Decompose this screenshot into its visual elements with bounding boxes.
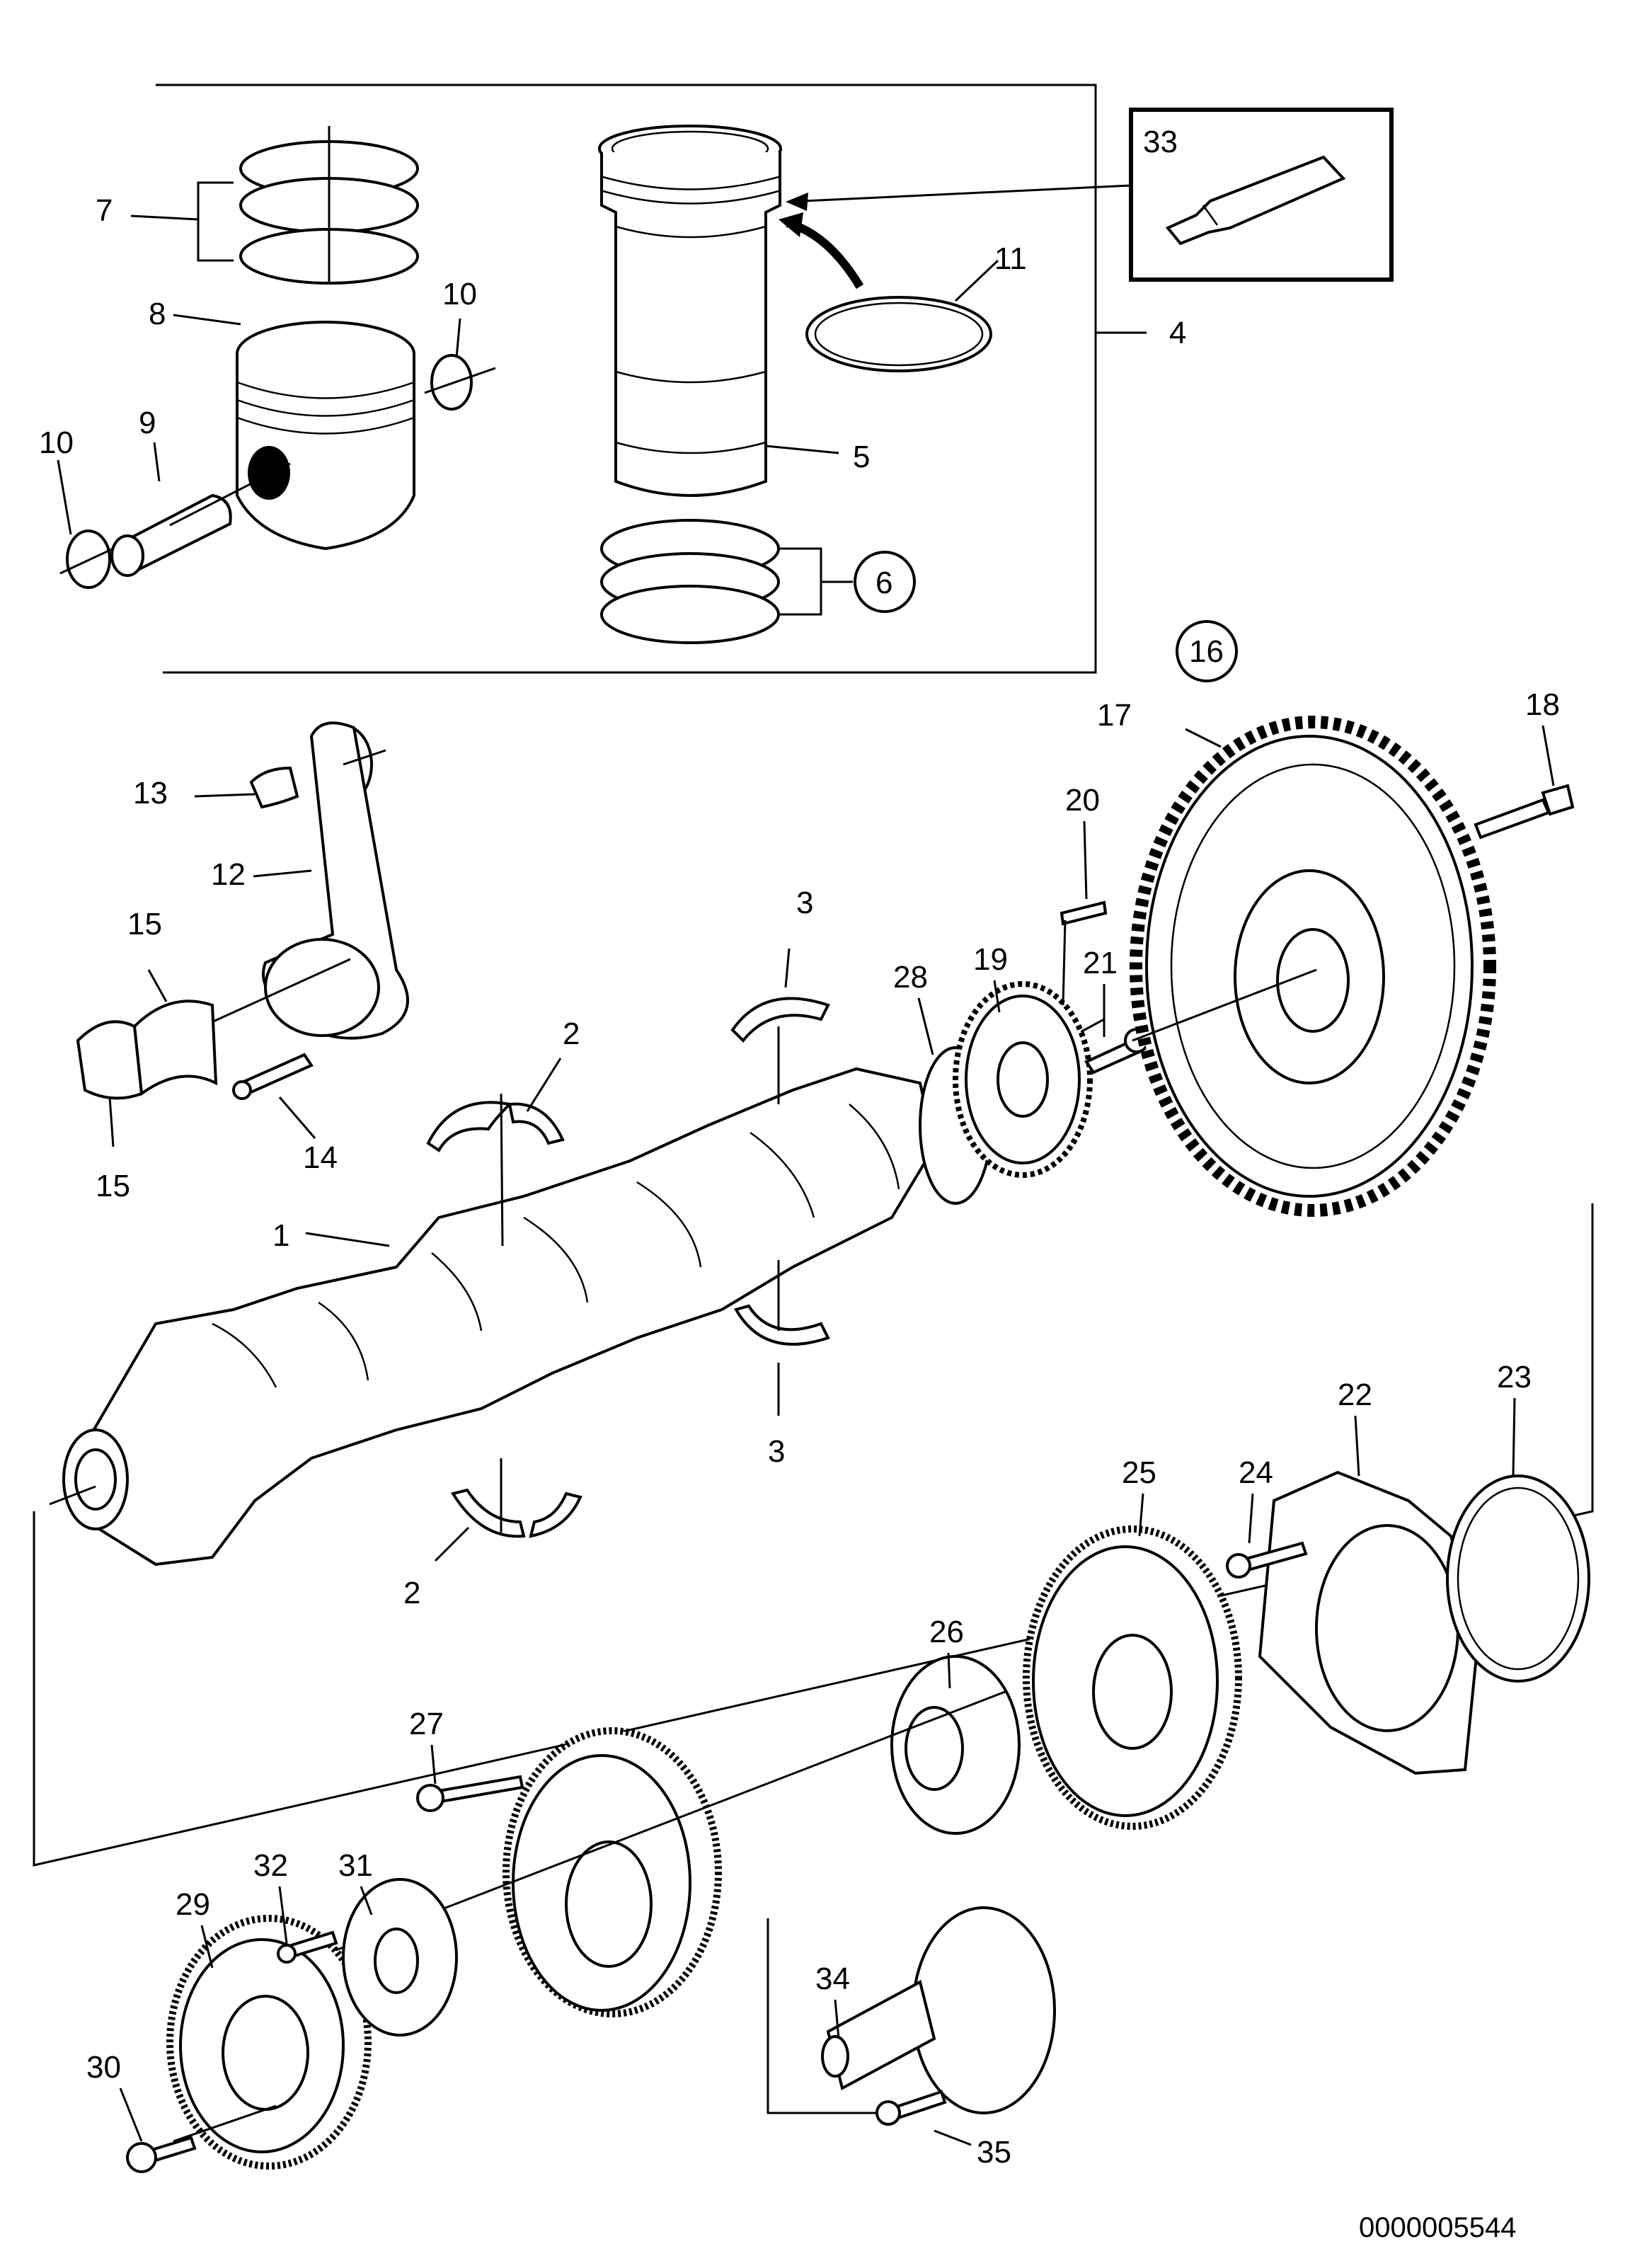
label-2-top: 2 bbox=[563, 1016, 580, 1051]
label-31: 31 bbox=[338, 1848, 373, 1883]
label-29: 29 bbox=[176, 1887, 210, 1922]
label-26: 26 bbox=[929, 1615, 964, 1649]
label-22: 22 bbox=[1338, 1378, 1372, 1412]
conrod-bolt-14 bbox=[232, 1053, 316, 1139]
front-assembly-frame bbox=[33, 1203, 1594, 1867]
circlip-10-right bbox=[424, 318, 496, 411]
diagram-reference-number: 0000005544 bbox=[1359, 2212, 1516, 2243]
housing-bolt-24 bbox=[1226, 1493, 1308, 1579]
pulley-bolt-30 bbox=[119, 2087, 277, 2173]
label-10-right: 10 bbox=[442, 277, 477, 311]
label-18: 18 bbox=[1525, 687, 1560, 722]
label-15-bottom: 15 bbox=[96, 1169, 130, 1203]
label-7: 7 bbox=[96, 193, 113, 228]
small-end-bushing-13 bbox=[194, 766, 299, 809]
label-6: 6 bbox=[875, 566, 892, 600]
label-34: 34 bbox=[815, 1961, 850, 1996]
pulley-large bbox=[243, 1690, 1006, 2017]
rear-seal-23 bbox=[1446, 1397, 1590, 1683]
label-16: 16 bbox=[1189, 634, 1224, 669]
shaft-adapter-34 bbox=[766, 1906, 1056, 2114]
label-32: 32 bbox=[253, 1848, 288, 1883]
flywheel-bolt-18 bbox=[1474, 725, 1575, 840]
label-10-left: 10 bbox=[39, 425, 74, 460]
conrod-bearing-15 bbox=[76, 969, 218, 1147]
item-labels: 1 2 2 3 3 4 5 6 7 8 9 10 10 11 12 13 14 … bbox=[39, 125, 1560, 2243]
label-4: 4 bbox=[1169, 316, 1186, 350]
label-1: 1 bbox=[272, 1218, 289, 1253]
flywheel-17 bbox=[1130, 620, 1496, 1217]
label-27: 27 bbox=[409, 1707, 444, 1741]
label-28: 28 bbox=[893, 960, 928, 995]
rear-seal-housing-22 bbox=[1258, 1415, 1481, 1775]
label-14: 14 bbox=[303, 1140, 338, 1175]
connecting-rod-12 bbox=[155, 721, 409, 1049]
label-23: 23 bbox=[1497, 1360, 1532, 1394]
label-15-top: 15 bbox=[127, 907, 162, 941]
cylinder-liner-5 bbox=[598, 125, 864, 497]
label-2-bottom: 2 bbox=[403, 1576, 420, 1610]
seal-rings-6 bbox=[600, 519, 916, 644]
label-21: 21 bbox=[1083, 946, 1118, 980]
hub-26 bbox=[890, 1652, 1021, 1835]
vibration-damper-25 bbox=[1023, 1493, 1242, 1830]
label-8: 8 bbox=[149, 297, 166, 331]
main-bearing-3-upper bbox=[730, 948, 830, 1104]
label-24: 24 bbox=[1239, 1455, 1273, 1490]
bolt-35 bbox=[875, 2090, 972, 2146]
piston-rings-7 bbox=[130, 126, 419, 285]
thrust-washer-2-lower bbox=[434, 1458, 582, 1562]
piston-8 bbox=[173, 314, 415, 551]
label-12: 12 bbox=[211, 857, 246, 892]
label-35: 35 bbox=[977, 2135, 1011, 2170]
sealant-tube-33 bbox=[786, 108, 1394, 282]
label-9: 9 bbox=[139, 406, 156, 440]
pulley-29 bbox=[166, 1915, 372, 2170]
label-17: 17 bbox=[1097, 698, 1132, 733]
label-13: 13 bbox=[133, 776, 168, 811]
main-bearing-3-lower bbox=[733, 1260, 830, 1416]
label-25: 25 bbox=[1122, 1455, 1156, 1490]
adapter-plate-31 bbox=[342, 1878, 458, 2037]
label-33: 33 bbox=[1143, 125, 1178, 159]
label-30: 30 bbox=[86, 2050, 121, 2085]
label-3-bottom: 3 bbox=[768, 1434, 785, 1469]
label-3-top: 3 bbox=[796, 886, 813, 920]
bolt-32 bbox=[277, 1886, 338, 1964]
label-11: 11 bbox=[994, 241, 1027, 276]
circlip-10-left bbox=[57, 459, 114, 589]
label-5: 5 bbox=[853, 440, 870, 474]
o-ring-11 bbox=[805, 259, 999, 372]
label-20: 20 bbox=[1065, 783, 1100, 818]
piston-pin-9 bbox=[110, 442, 291, 577]
kit-frame-4 bbox=[156, 84, 1147, 674]
pulley-bolt-27 bbox=[416, 1744, 524, 1812]
label-19: 19 bbox=[973, 942, 1008, 977]
thrust-washer-2-upper bbox=[426, 1058, 565, 1247]
dowel-pin-20 bbox=[1060, 820, 1108, 1006]
crankshaft-gear-19 bbox=[953, 980, 1093, 1178]
